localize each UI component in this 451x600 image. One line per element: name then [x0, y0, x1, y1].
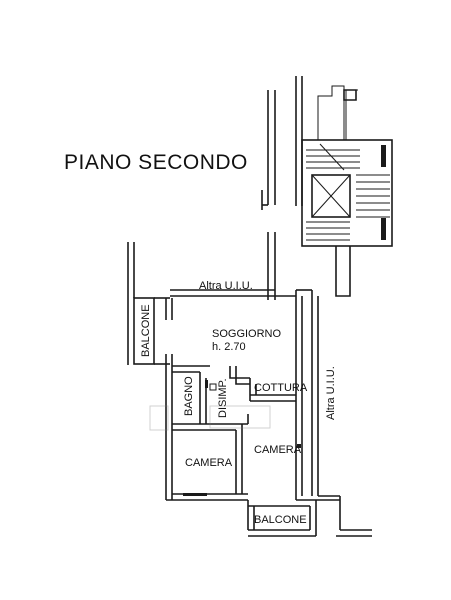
neighbor-label-top: Altra U.I.U.	[199, 280, 253, 292]
right-neighbor-wall	[336, 496, 372, 537]
door-markers	[183, 380, 301, 496]
balcony-bottom	[247, 500, 317, 537]
floor-title: PIANO SECONDO	[64, 151, 248, 174]
kitchen-walls	[229, 366, 296, 402]
stairs-upper	[306, 143, 360, 171]
camera-right-label: CAMERA	[254, 444, 302, 456]
corridor-walls	[261, 76, 303, 300]
watermark-logo	[149, 405, 271, 431]
balcony-left	[127, 242, 173, 365]
soggiorno-label: SOGGIORNO	[212, 328, 282, 340]
stairs-lower	[306, 221, 350, 241]
camera-left-label: CAMERA	[185, 457, 233, 469]
disimp-label: DISIMP.	[217, 378, 229, 418]
camera-walls	[206, 414, 249, 494]
bathroom-walls	[172, 365, 210, 431]
cottura-label: COTTURA	[254, 382, 308, 394]
balcone-bottom-label: BALCONE	[254, 514, 307, 526]
top-neighbor-wall	[170, 289, 312, 297]
ceiling-height-label: h. 2.70	[212, 341, 246, 353]
neighbor-label-right: Altra U.I.U.	[325, 366, 337, 420]
stair-core	[301, 85, 393, 297]
bagno-label: BAGNO	[183, 376, 195, 416]
balcone-left-label: BALCONE	[140, 304, 152, 357]
elevator-shaft	[311, 174, 351, 218]
stairs-right	[356, 174, 390, 218]
